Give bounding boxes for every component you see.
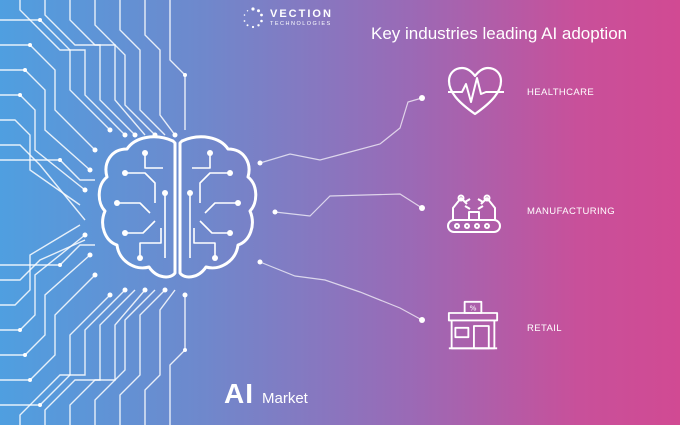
- page-title: Key industries leading AI adoption: [371, 24, 628, 43]
- brand-name: VECTION: [270, 7, 333, 20]
- heart-pulse-icon: [447, 66, 504, 116]
- brand-subtitle: TECHNOLOGIES: [270, 20, 332, 27]
- connector-lines: [257, 95, 425, 323]
- connector-healthcare: [259, 97, 423, 164]
- storefront-icon: %: [447, 300, 499, 350]
- svg-text:%: %: [469, 304, 476, 313]
- industry-label-manufacturing: MANUFACTURING: [527, 206, 616, 217]
- footer-ai-text: AI: [224, 378, 254, 409]
- circuit-board-graphic: [0, 0, 188, 425]
- robot-arms-conveyor-icon: [447, 194, 501, 233]
- dotted-circle-logo-icon: [243, 7, 263, 29]
- connector-retail: [259, 261, 423, 321]
- footer-market-text: Market: [262, 390, 308, 407]
- circuit-nodes: [18, 18, 188, 407]
- brand-logo: VECTION TECHNOLOGIES: [242, 7, 333, 29]
- brain-circuit-icon: [97, 135, 258, 279]
- circuit-traces-top: [0, 0, 186, 221]
- connector-manufacturing: [274, 193, 423, 217]
- industry-label-healthcare: HEALTHCARE: [527, 87, 595, 98]
- footer-title: AI Market: [224, 378, 308, 410]
- circuit-traces-bottom: [0, 224, 186, 425]
- industry-label-retail: RETAIL: [527, 323, 562, 334]
